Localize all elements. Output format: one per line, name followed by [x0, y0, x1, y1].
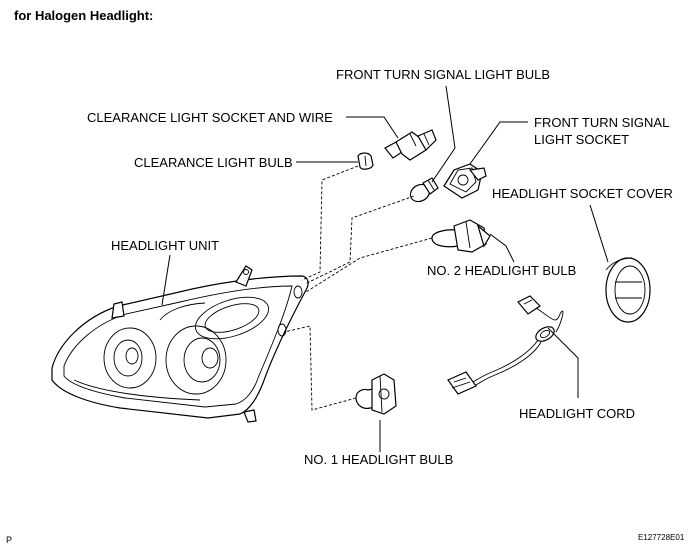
no1-headlight-bulb	[355, 373, 397, 415]
page-marker: P	[6, 535, 12, 545]
figure-code: E127728E01	[638, 533, 685, 542]
clearance-light-socket	[384, 129, 437, 161]
label-front-turn-signal-bulb: FRONT TURN SIGNAL LIGHT BULB	[336, 67, 550, 82]
label-no2-headlight-bulb: NO. 2 HEADLIGHT BULB	[427, 263, 576, 278]
label-headlight-cord: HEADLIGHT CORD	[519, 406, 635, 421]
clearance-light-bulb	[357, 152, 374, 170]
diagram-title: for Halogen Headlight:	[14, 8, 153, 23]
label-front-turn-signal-socket-2: LIGHT SOCKET	[534, 132, 629, 147]
no2-headlight-bulb	[431, 219, 491, 253]
label-headlight-unit: HEADLIGHT UNIT	[111, 238, 219, 253]
headlight-socket-cover	[605, 257, 651, 323]
headlight-cord	[447, 295, 564, 395]
headlight-unit	[51, 265, 309, 423]
label-no1-headlight-bulb: NO. 1 HEADLIGHT BULB	[304, 452, 453, 467]
front-turn-signal-bulb	[409, 177, 439, 203]
front-turn-signal-socket	[443, 163, 487, 199]
leader-lines	[161, 85, 609, 452]
assembly-guide-lines	[283, 165, 433, 411]
label-front-turn-signal-socket-1: FRONT TURN SIGNAL	[534, 115, 669, 130]
label-clearance-socket-wire: CLEARANCE LIGHT SOCKET AND WIRE	[87, 110, 333, 125]
label-headlight-socket-cover: HEADLIGHT SOCKET COVER	[492, 186, 673, 201]
label-clearance-bulb: CLEARANCE LIGHT BULB	[134, 155, 293, 170]
